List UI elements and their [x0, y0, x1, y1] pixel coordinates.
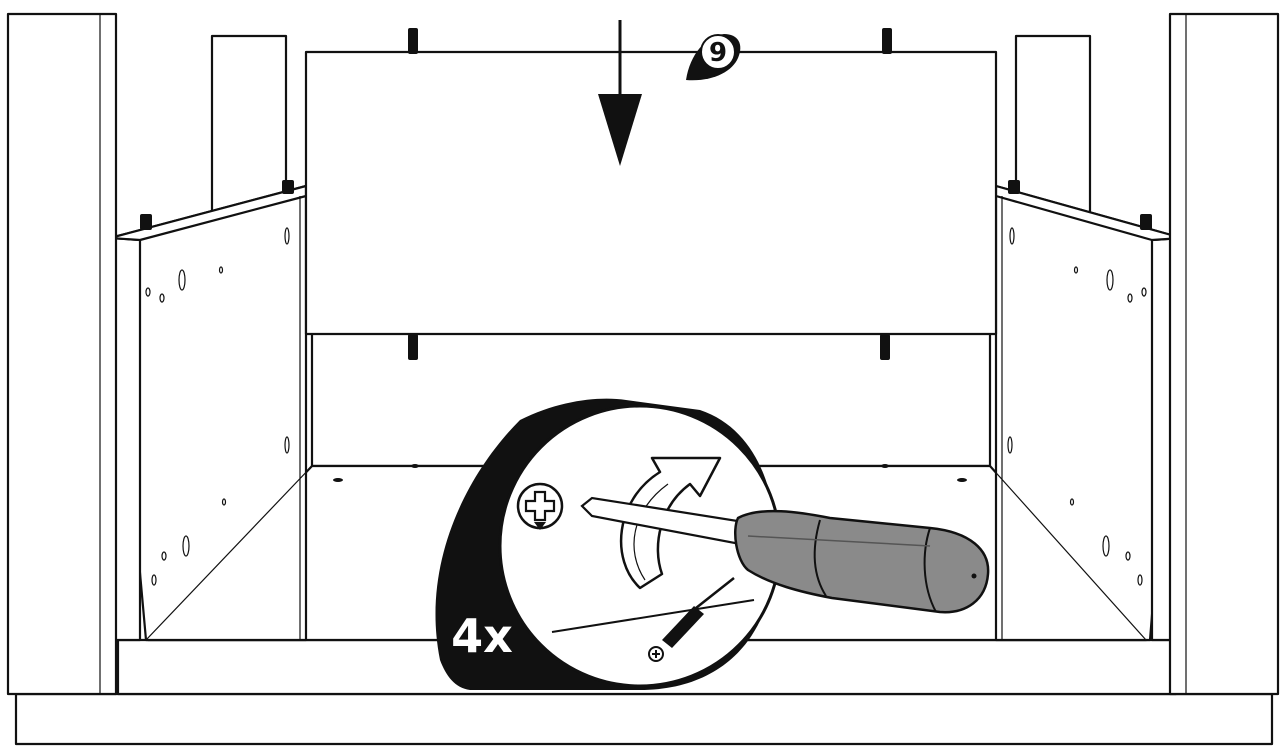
screwdriver-illustration [580, 496, 990, 614]
front-right-post [1168, 12, 1280, 696]
left-side-panel [108, 180, 313, 642]
screw-callout: 4x [435, 398, 990, 690]
step-number-badge: 9 [686, 34, 741, 81]
phillips-screwdriver-icon [648, 577, 735, 662]
rear-right-post [1014, 34, 1092, 218]
front-left-post [6, 12, 118, 696]
phillips-screw-icon [516, 482, 564, 530]
down-arrow-icon [598, 20, 642, 166]
rear-left-post [210, 34, 288, 218]
quantity-label: 4x [451, 609, 513, 663]
clockwise-rotation-arrow-icon [619, 456, 722, 590]
step-number: 9 [709, 38, 727, 68]
right-side-panel [989, 180, 1184, 642]
top-back-panel [304, 28, 998, 360]
